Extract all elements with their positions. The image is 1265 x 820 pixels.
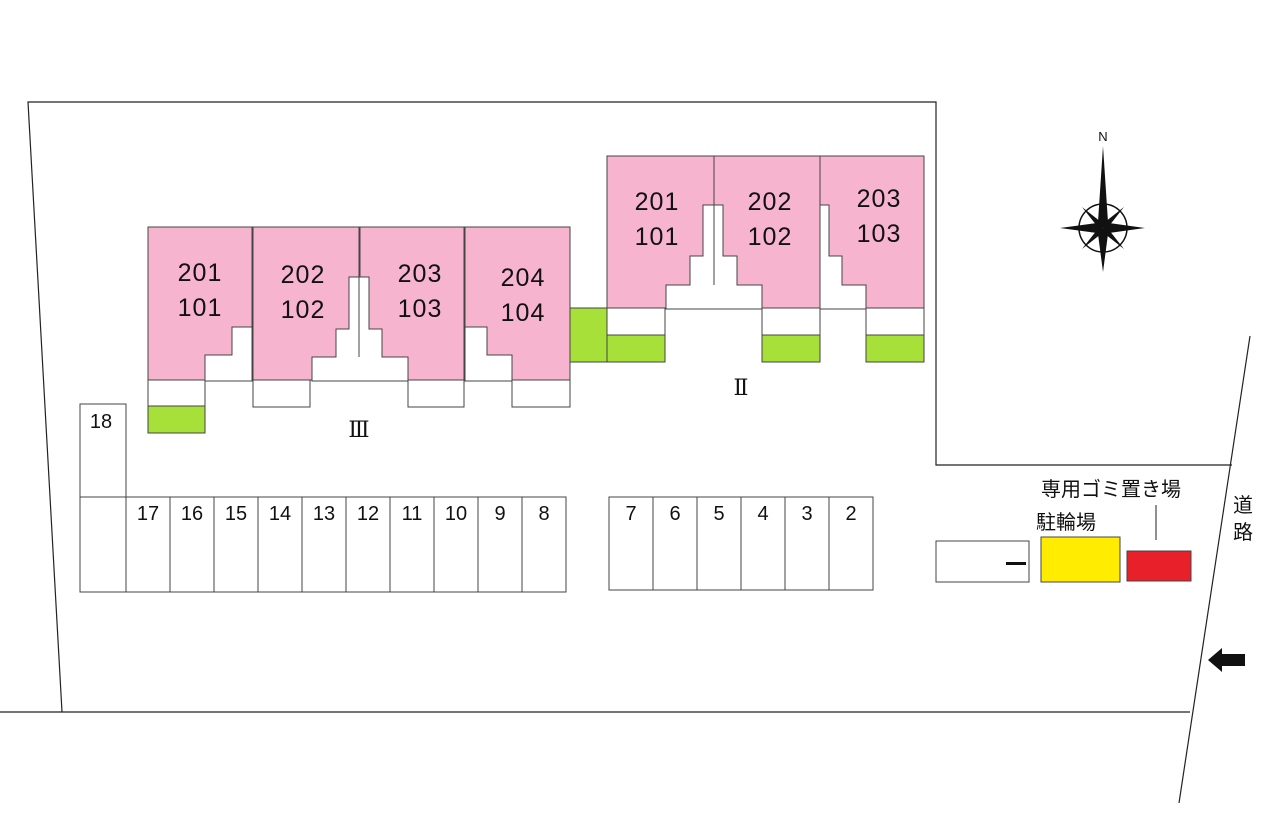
parking-space-9 <box>477 496 523 593</box>
unit-number: 102 <box>281 296 326 324</box>
road: 道 路 <box>1208 493 1253 672</box>
bicycle-parking-label: 駐輪場 <box>1036 510 1096 534</box>
parking-space-6 <box>652 496 698 591</box>
parking-area: 18 17 16 15 14 13 12 11 10 9 8 7 6 5 4 3 2 <box>79 403 874 593</box>
unit-number: 103 <box>398 295 443 323</box>
parking-space-13 <box>301 496 347 593</box>
parking-space-7 <box>608 496 654 591</box>
porch <box>511 379 571 408</box>
north-label: N <box>1098 129 1107 144</box>
unit-number: 103 <box>857 220 902 248</box>
unit-number: 201 <box>635 188 680 216</box>
unit-number: 101 <box>178 294 223 322</box>
parking-space-number: 13 <box>313 503 335 525</box>
parking-row-left: 17 16 15 14 13 12 11 10 9 8 <box>125 496 567 593</box>
parking-space-number: 9 <box>494 503 505 525</box>
parking-space-number: 5 <box>713 503 724 525</box>
green-space <box>147 405 206 434</box>
green-space <box>569 307 608 363</box>
entrance-recess <box>311 276 409 382</box>
parking-space-number: 8 <box>538 503 549 525</box>
unit-number: 101 <box>635 223 680 251</box>
parking-space-10 <box>433 496 479 593</box>
unit-number: 202 <box>748 188 793 216</box>
porch <box>252 379 311 408</box>
unit-number: 203 <box>857 185 902 213</box>
parking-space-number: 2 <box>845 503 856 525</box>
unit-number: 202 <box>281 261 326 289</box>
porch <box>761 307 821 336</box>
unit-number: 204 <box>501 264 546 292</box>
road-label: 路 <box>1233 520 1253 544</box>
entrance-recess <box>204 326 253 382</box>
parking-space-number: 10 <box>445 503 467 525</box>
parking-space-number: 14 <box>269 503 291 525</box>
arrow-left-icon <box>1208 648 1245 672</box>
parking-space-15 <box>213 496 259 593</box>
parking-space-16 <box>169 496 215 593</box>
parking-space-number: 7 <box>625 503 636 525</box>
green-space <box>865 334 925 363</box>
parking-space-number: 15 <box>225 503 247 525</box>
parking-space-2 <box>828 496 874 591</box>
parking-space-14 <box>257 496 303 593</box>
road-edge-right <box>1178 335 1251 804</box>
parking-row-right: 7 6 5 4 3 2 <box>608 496 874 591</box>
building-iii: 201 101 202 102 203 103 204 104 Ⅲ <box>147 226 608 443</box>
parking-space-5 <box>696 496 742 591</box>
porch <box>865 307 925 336</box>
entrance-recess <box>464 326 513 382</box>
unit-number: 203 <box>398 260 443 288</box>
bicycle-parking-area <box>1040 536 1121 583</box>
unit-number: 201 <box>178 259 223 287</box>
porch <box>407 379 465 408</box>
parking-space-number: 3 <box>801 503 812 525</box>
green-space <box>606 334 666 363</box>
unit-number: 104 <box>501 299 546 327</box>
property-boundary <box>27 101 1232 713</box>
parking-space-number: 6 <box>669 503 680 525</box>
building-label: Ⅲ <box>348 418 369 443</box>
parking-space-number: 4 <box>757 503 768 525</box>
storage-box-handle <box>1006 562 1026 565</box>
entrance-recess <box>819 204 867 310</box>
garbage-area <box>1126 550 1192 582</box>
building-label: Ⅱ <box>734 376 749 401</box>
compass-rose-icon: N <box>1060 129 1145 272</box>
parking-space-number: 16 <box>181 503 203 525</box>
unit-number: 102 <box>748 223 793 251</box>
parking-space-12 <box>345 496 391 593</box>
building-ii: 201 101 202 102 203 103 Ⅱ <box>606 155 925 401</box>
parking-space-blank <box>79 496 127 593</box>
parking-space-number: 18 <box>90 411 112 433</box>
parking-space-11 <box>389 496 435 593</box>
parking-space-number: 11 <box>402 503 423 525</box>
facilities: 専用ゴミ置き場 駐輪場 <box>935 477 1192 583</box>
garbage-area-label: 専用ゴミ置き場 <box>1041 477 1181 501</box>
parking-space-number: 17 <box>137 503 159 525</box>
parking-space-18 <box>79 403 127 498</box>
parking-space-17 <box>125 496 171 593</box>
parking-space-8 <box>521 496 567 593</box>
road-label: 道 <box>1233 493 1253 517</box>
storage-box <box>935 540 1030 583</box>
green-space <box>761 334 821 363</box>
parking-space-number: 12 <box>357 503 379 525</box>
porch <box>606 307 666 336</box>
porch <box>147 379 206 407</box>
